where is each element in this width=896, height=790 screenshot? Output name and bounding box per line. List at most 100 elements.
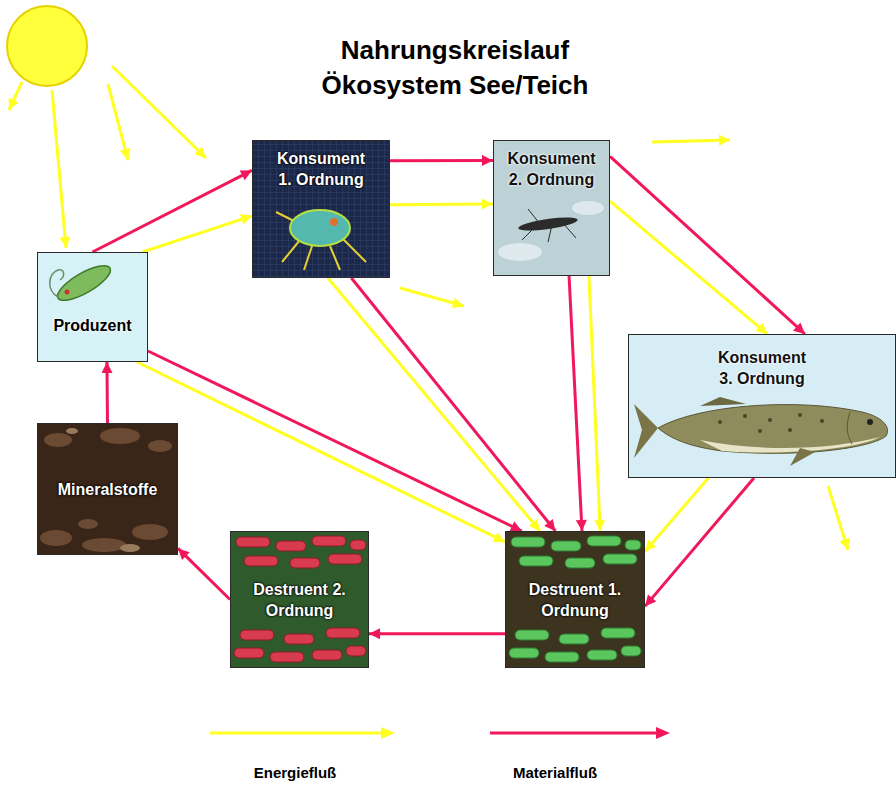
legend-arrow-head	[381, 727, 395, 739]
consumer-2-picture-part	[498, 243, 542, 261]
energy-flow-arrow	[645, 478, 708, 552]
node-label: Konsument 3. Ordnung	[712, 347, 812, 389]
consumer-3-picture-part	[700, 437, 880, 453]
energy-ray-part	[52, 90, 66, 248]
consumer-1-picture	[252, 140, 390, 278]
consumer-3-picture-part	[658, 405, 888, 454]
node-label: Destruent 2. Ordnung	[250, 579, 350, 621]
consumer-1-picture-part-part	[330, 246, 340, 270]
decomposer-1-picture-part-part	[519, 556, 553, 566]
decomposer-2-picture-part-part	[350, 540, 366, 550]
mineral-picture-part	[40, 428, 172, 552]
decomposer-1-picture-part-part	[565, 558, 595, 568]
consumer-1-picture-part	[252, 140, 390, 278]
legend-arrow	[455, 722, 685, 744]
consumer-2-picture-part-part	[562, 222, 576, 238]
material-flow-arrow	[569, 276, 582, 531]
energy-ray-part	[828, 486, 848, 550]
legend-arrow	[195, 722, 425, 744]
decomposer-1-picture-part-part	[545, 652, 579, 662]
consumer-3-picture-part-part	[820, 419, 824, 423]
mineral-picture-part-part	[78, 519, 98, 529]
legend-arrow-head	[656, 727, 670, 739]
material-flow-arrow	[105, 362, 109, 423]
producer-picture	[37, 252, 148, 362]
decomposer-2-picture-part-part	[312, 536, 346, 546]
consumer-3-picture-part	[867, 419, 873, 425]
legend-arrow-line	[490, 732, 658, 735]
decomposer-2-picture-part-part	[290, 558, 320, 568]
decomposer-2-picture-part-part	[276, 541, 306, 551]
decomposer-2-picture-part	[230, 531, 369, 668]
consumer-2-picture-part-part	[548, 225, 552, 242]
energy-ray-part	[112, 66, 206, 158]
node-label: Mineralstoffe	[58, 479, 158, 500]
decomposer-1-picture-part-part	[551, 541, 581, 551]
producer-picture-part	[53, 259, 115, 306]
decomposer-2-picture-part-part	[240, 630, 274, 640]
producer-picture-part	[65, 290, 70, 295]
mineral-picture-part-part	[44, 433, 72, 447]
consumer-3-picture-part	[700, 397, 746, 406]
decomposer-2-picture-part-part	[270, 652, 304, 662]
consumer-2-picture	[493, 140, 610, 276]
consumer-2-picture-part-part	[528, 209, 540, 224]
energy-ray-part	[108, 84, 128, 160]
consumer-1-picture-part-part	[342, 238, 366, 262]
consumer-1-picture-part-part	[282, 240, 300, 262]
node-label: Produzent	[53, 315, 131, 336]
consumer-3-picture-part-part	[718, 420, 722, 424]
consumer-3-picture	[628, 334, 896, 478]
energy-flow-arrow	[589, 276, 600, 531]
consumer-3-picture-part	[718, 413, 824, 433]
decomposer-1-picture-part-part	[625, 540, 641, 550]
decomposer-2-picture	[230, 531, 369, 668]
consumer-2-picture-part	[522, 209, 576, 242]
decomposer-2-picture-part	[234, 536, 366, 662]
consumer-3-picture-part-part	[758, 429, 762, 433]
material-flow-arrow	[178, 548, 230, 599]
decomposer-1-picture-part-part	[509, 648, 539, 658]
consumer-1-picture-part	[252, 140, 390, 278]
mineral-picture-part	[37, 423, 178, 555]
decomposer-2-picture-part-part	[346, 646, 366, 656]
energy-flow-arrow	[142, 216, 252, 252]
mineral-box: Mineralstoffe	[37, 423, 178, 555]
producer-picture-part	[37, 252, 148, 362]
energy-flow-arrow	[137, 362, 505, 542]
consumer-1-picture-part	[330, 218, 338, 226]
decomposer-box: Destruent 1. Ordnung	[505, 531, 645, 668]
decomposer-1-picture-part-part	[587, 536, 621, 546]
decomposer-1-picture-part-part	[601, 628, 635, 638]
decomposer-1-picture-part	[509, 536, 641, 662]
energy-ray-part	[400, 288, 464, 306]
legend-arrow-line	[210, 732, 383, 735]
legend-entry: Energiefluß	[195, 722, 395, 782]
decomposer-2-picture-part-part	[312, 650, 342, 660]
mineral-picture-part-part	[66, 428, 78, 434]
material-flow-arrow	[610, 156, 805, 334]
consumer-2-picture-part-part	[522, 227, 535, 240]
consumer-3-picture-part-part	[743, 414, 747, 418]
decomposer-2-picture-part-part	[236, 537, 270, 547]
legend-label: Energiefluß	[195, 764, 395, 782]
decomposer-1-picture-part-part	[587, 650, 617, 660]
mineral-picture-part-part	[82, 538, 126, 552]
decomposer-1-picture-part-part	[511, 537, 545, 547]
mineral-picture	[37, 423, 178, 555]
energy-ray-part	[652, 140, 730, 142]
consumer-3-picture-part	[634, 404, 658, 458]
sun-part	[7, 6, 87, 86]
legend-label: Materialfluß	[455, 764, 655, 782]
consumer-box: Konsument 1. Ordnung	[252, 140, 390, 278]
consumer-2-picture-part	[572, 201, 604, 215]
consumer-box: Konsument 3. Ordnung	[628, 334, 896, 478]
legend-entry: Materialfluß	[455, 722, 655, 782]
material-flow-arrow	[351, 278, 555, 531]
consumer-1-picture-part	[290, 210, 350, 246]
mineral-picture-part-part	[100, 428, 140, 444]
material-flow-arrow	[93, 170, 253, 252]
